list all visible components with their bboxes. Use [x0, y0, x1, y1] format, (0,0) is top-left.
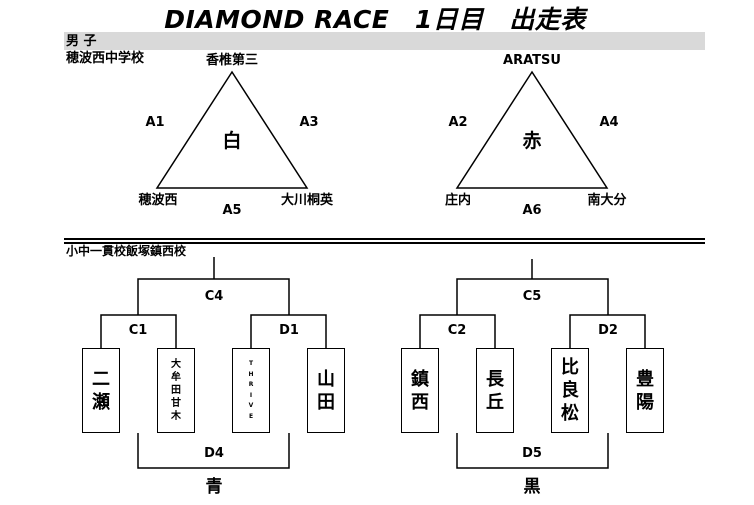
group-1-center-label: 白: [222, 130, 242, 152]
divider-rule-top: [64, 238, 705, 240]
section-header-bar: [64, 32, 705, 50]
bracket-2-lines: [419, 259, 646, 469]
team-box: T H R I V E: [232, 348, 270, 433]
bracket-2-semi-right-label: D2: [598, 323, 618, 338]
team-box: 豊 陽: [626, 348, 664, 433]
group-1-left-team: 穂波西: [138, 193, 178, 208]
bracket-2-final-label: C5: [522, 289, 542, 304]
group-2-left-team: 庄内: [444, 193, 472, 208]
men-section-label: 男 子: [66, 34, 97, 49]
group-1-top-team: 香椎第三: [205, 53, 259, 68]
divider-rule-bottom: [64, 242, 705, 244]
bracket-1-name: 青: [205, 477, 223, 497]
bracket-2-semi-left-label: C2: [447, 323, 467, 338]
group-1-race-bottom: A5: [222, 203, 242, 218]
triangle-group-2: [455, 70, 609, 189]
team-box: 二 瀬: [82, 348, 120, 433]
bracket-2-name: 黒: [523, 477, 541, 497]
bracket-2-bottom-label: D5: [522, 446, 542, 461]
team-box: 山 田: [307, 348, 345, 433]
group-2-race-bottom: A6: [522, 203, 542, 218]
group-1-race-left: A1: [145, 115, 165, 130]
team-box: 大 牟 田 甘 木: [157, 348, 195, 433]
bracket-1-semi-left-label: C1: [128, 323, 148, 338]
bracket-venue: 小中一貫校飯塚鎮西校: [66, 244, 187, 258]
team-box: 長 丘: [476, 348, 514, 433]
group-2-race-right: A4: [599, 115, 619, 130]
bracket-1-semi-right-label: D1: [279, 323, 299, 338]
bracket-1-lines: [100, 257, 327, 469]
page-title: DIAMOND RACE 1日目 出走表: [164, 5, 586, 34]
triangle-group-1: [155, 70, 309, 189]
team-box: 鎮 西: [401, 348, 439, 433]
men-venue: 穂波西中学校: [66, 51, 145, 66]
group-2-center-label: 赤: [522, 130, 542, 152]
group-2-race-left: A2: [448, 115, 468, 130]
group-2-right-team: 南大分: [587, 193, 627, 208]
bracket-1-final-label: C4: [204, 289, 224, 304]
team-box: 比 良 松: [551, 348, 589, 433]
group-1-right-team: 大川桐英: [280, 193, 334, 208]
bracket-1-bottom-label: D4: [204, 446, 224, 461]
group-2-top-team: ARATSU: [503, 53, 561, 68]
group-1-race-right: A3: [299, 115, 319, 130]
